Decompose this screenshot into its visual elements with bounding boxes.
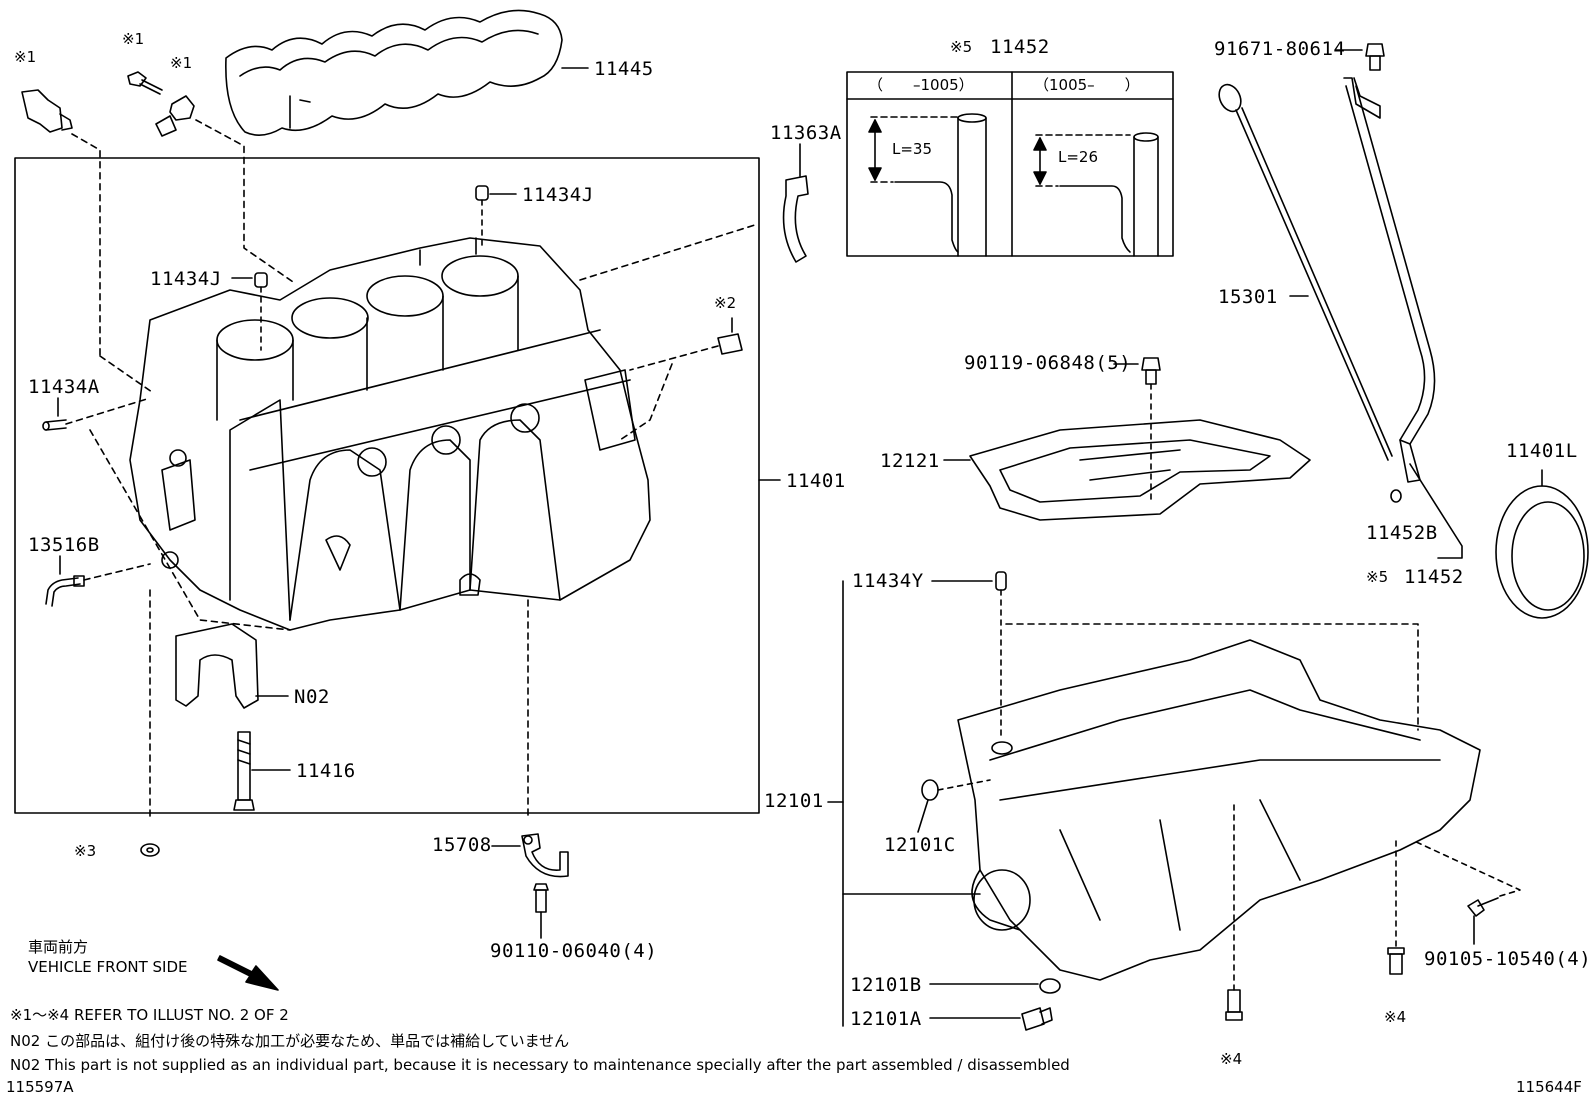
baffle-plate-12121	[943, 419, 1311, 521]
knock-sensor-part	[21, 89, 153, 393]
dipstick-guide-inset	[846, 71, 1174, 257]
pin-11434Y	[931, 571, 1007, 741]
gasket-12101C	[917, 779, 991, 833]
part-11401L[interactable]: 11401L	[1506, 440, 1578, 462]
part-11434A[interactable]: 11434A	[28, 376, 100, 398]
bracket-11363A	[782, 143, 809, 263]
oil-pan-12101	[957, 623, 1481, 981]
part-90110[interactable]: 90110-06040(4)	[490, 940, 658, 962]
cylinder-block-11401	[129, 237, 651, 631]
part-90119[interactable]: 90119-06848(5)	[964, 352, 1132, 374]
vehicle-front-en: VEHICLE FRONT SIDE	[28, 958, 188, 976]
part-90105[interactable]: 90105-10540(4)	[1424, 948, 1592, 970]
ref-mark-4-center: ※4	[1220, 1050, 1243, 1068]
part-12121[interactable]: 12121	[880, 450, 940, 472]
bolt-91671	[1335, 43, 1385, 71]
ref-mark-4-right: ※4	[1384, 1008, 1407, 1026]
part-11452-top[interactable]: 11452	[990, 36, 1050, 58]
sensor-bolt-and-nut	[127, 71, 297, 285]
oil-seal-11401L	[1495, 469, 1589, 619]
straight-pin-11434A	[42, 397, 151, 431]
part-11416[interactable]: 11416	[296, 760, 356, 782]
ref-mark-2: ※2	[714, 294, 737, 312]
oil-nozzle-15708	[491, 833, 569, 878]
illustration-id-left: 115597A	[6, 1078, 74, 1096]
note-refer-illust: ※1〜※4 REFER TO ILLUST NO. 2 OF 2	[10, 1006, 289, 1024]
straight-pins-11434J	[231, 185, 517, 351]
part-13516B[interactable]: 13516B	[28, 534, 100, 556]
part-15708[interactable]: 15708	[432, 834, 492, 856]
ref-mark-5-bottom: ※5	[1366, 568, 1389, 586]
oil-jet-pipe-13516B	[45, 555, 151, 607]
note-n02-jp: N02 この部品は、組付け後の特殊な加工が必要なため、単品では補給していません	[10, 1032, 570, 1050]
cylinder-block-insulator-11445	[225, 9, 589, 136]
bolt-11416	[233, 731, 291, 811]
bolt-90110	[533, 883, 549, 939]
part-11434Y[interactable]: 11434Y	[852, 570, 924, 592]
part-11363A[interactable]: 11363A	[770, 122, 842, 144]
dipstick-guide-11452	[1343, 77, 1463, 559]
drain-plug-parts	[929, 978, 1061, 1031]
ref-mark-1-nut: ※1	[170, 54, 193, 72]
oil-pan-group-bracket	[827, 580, 981, 1027]
ref-mark-5-top: ※5	[950, 38, 973, 56]
illustration-id-right: 115644F	[1516, 1078, 1582, 1096]
inset-header-left: （ –1005）	[868, 76, 974, 94]
part-11434J-mid[interactable]: 11434J	[150, 268, 222, 290]
inset-length-right: L=26	[1058, 148, 1099, 166]
part-12101C[interactable]: 12101C	[884, 834, 956, 856]
vehicle-front-jp: 車両前方	[28, 938, 89, 956]
inset-length-left: L=35	[892, 140, 933, 158]
ring-dowel-part	[619, 317, 743, 441]
cylinder-block-group-frame	[14, 157, 760, 814]
ref-mark-1-bolt: ※1	[122, 30, 145, 48]
ref-mark-3: ※3	[74, 842, 97, 860]
washer-part	[140, 843, 160, 857]
part-11434J-top[interactable]: 11434J	[522, 184, 594, 206]
part-11452B[interactable]: 11452B	[1366, 522, 1438, 544]
oil-pan-bolts	[1225, 799, 1521, 1021]
part-15301[interactable]: 15301	[1218, 286, 1278, 308]
inset-header-right: （1005– ）	[1034, 76, 1140, 94]
dipstick-15301	[1218, 83, 1393, 461]
part-12101A[interactable]: 12101A	[850, 1008, 922, 1030]
vehicle-front-arrow-icon	[217, 955, 279, 991]
part-11452-bottom[interactable]: 11452	[1404, 566, 1464, 588]
assembly-leaders	[89, 223, 759, 821]
part-12101[interactable]: 12101	[764, 790, 824, 812]
ref-mark-1-sensor: ※1	[14, 48, 37, 66]
note-n02-en: N02 This part is not supplied as an indi…	[10, 1056, 1070, 1074]
bolt-90119	[1113, 357, 1161, 501]
part-11445[interactable]: 11445	[594, 58, 654, 80]
part-11401[interactable]: 11401	[786, 470, 846, 492]
bearing-cap-N02	[175, 623, 289, 709]
part-12101B[interactable]: 12101B	[850, 974, 922, 996]
part-91671[interactable]: 91671-80614	[1214, 38, 1346, 60]
part-N02[interactable]: N02	[294, 686, 330, 708]
